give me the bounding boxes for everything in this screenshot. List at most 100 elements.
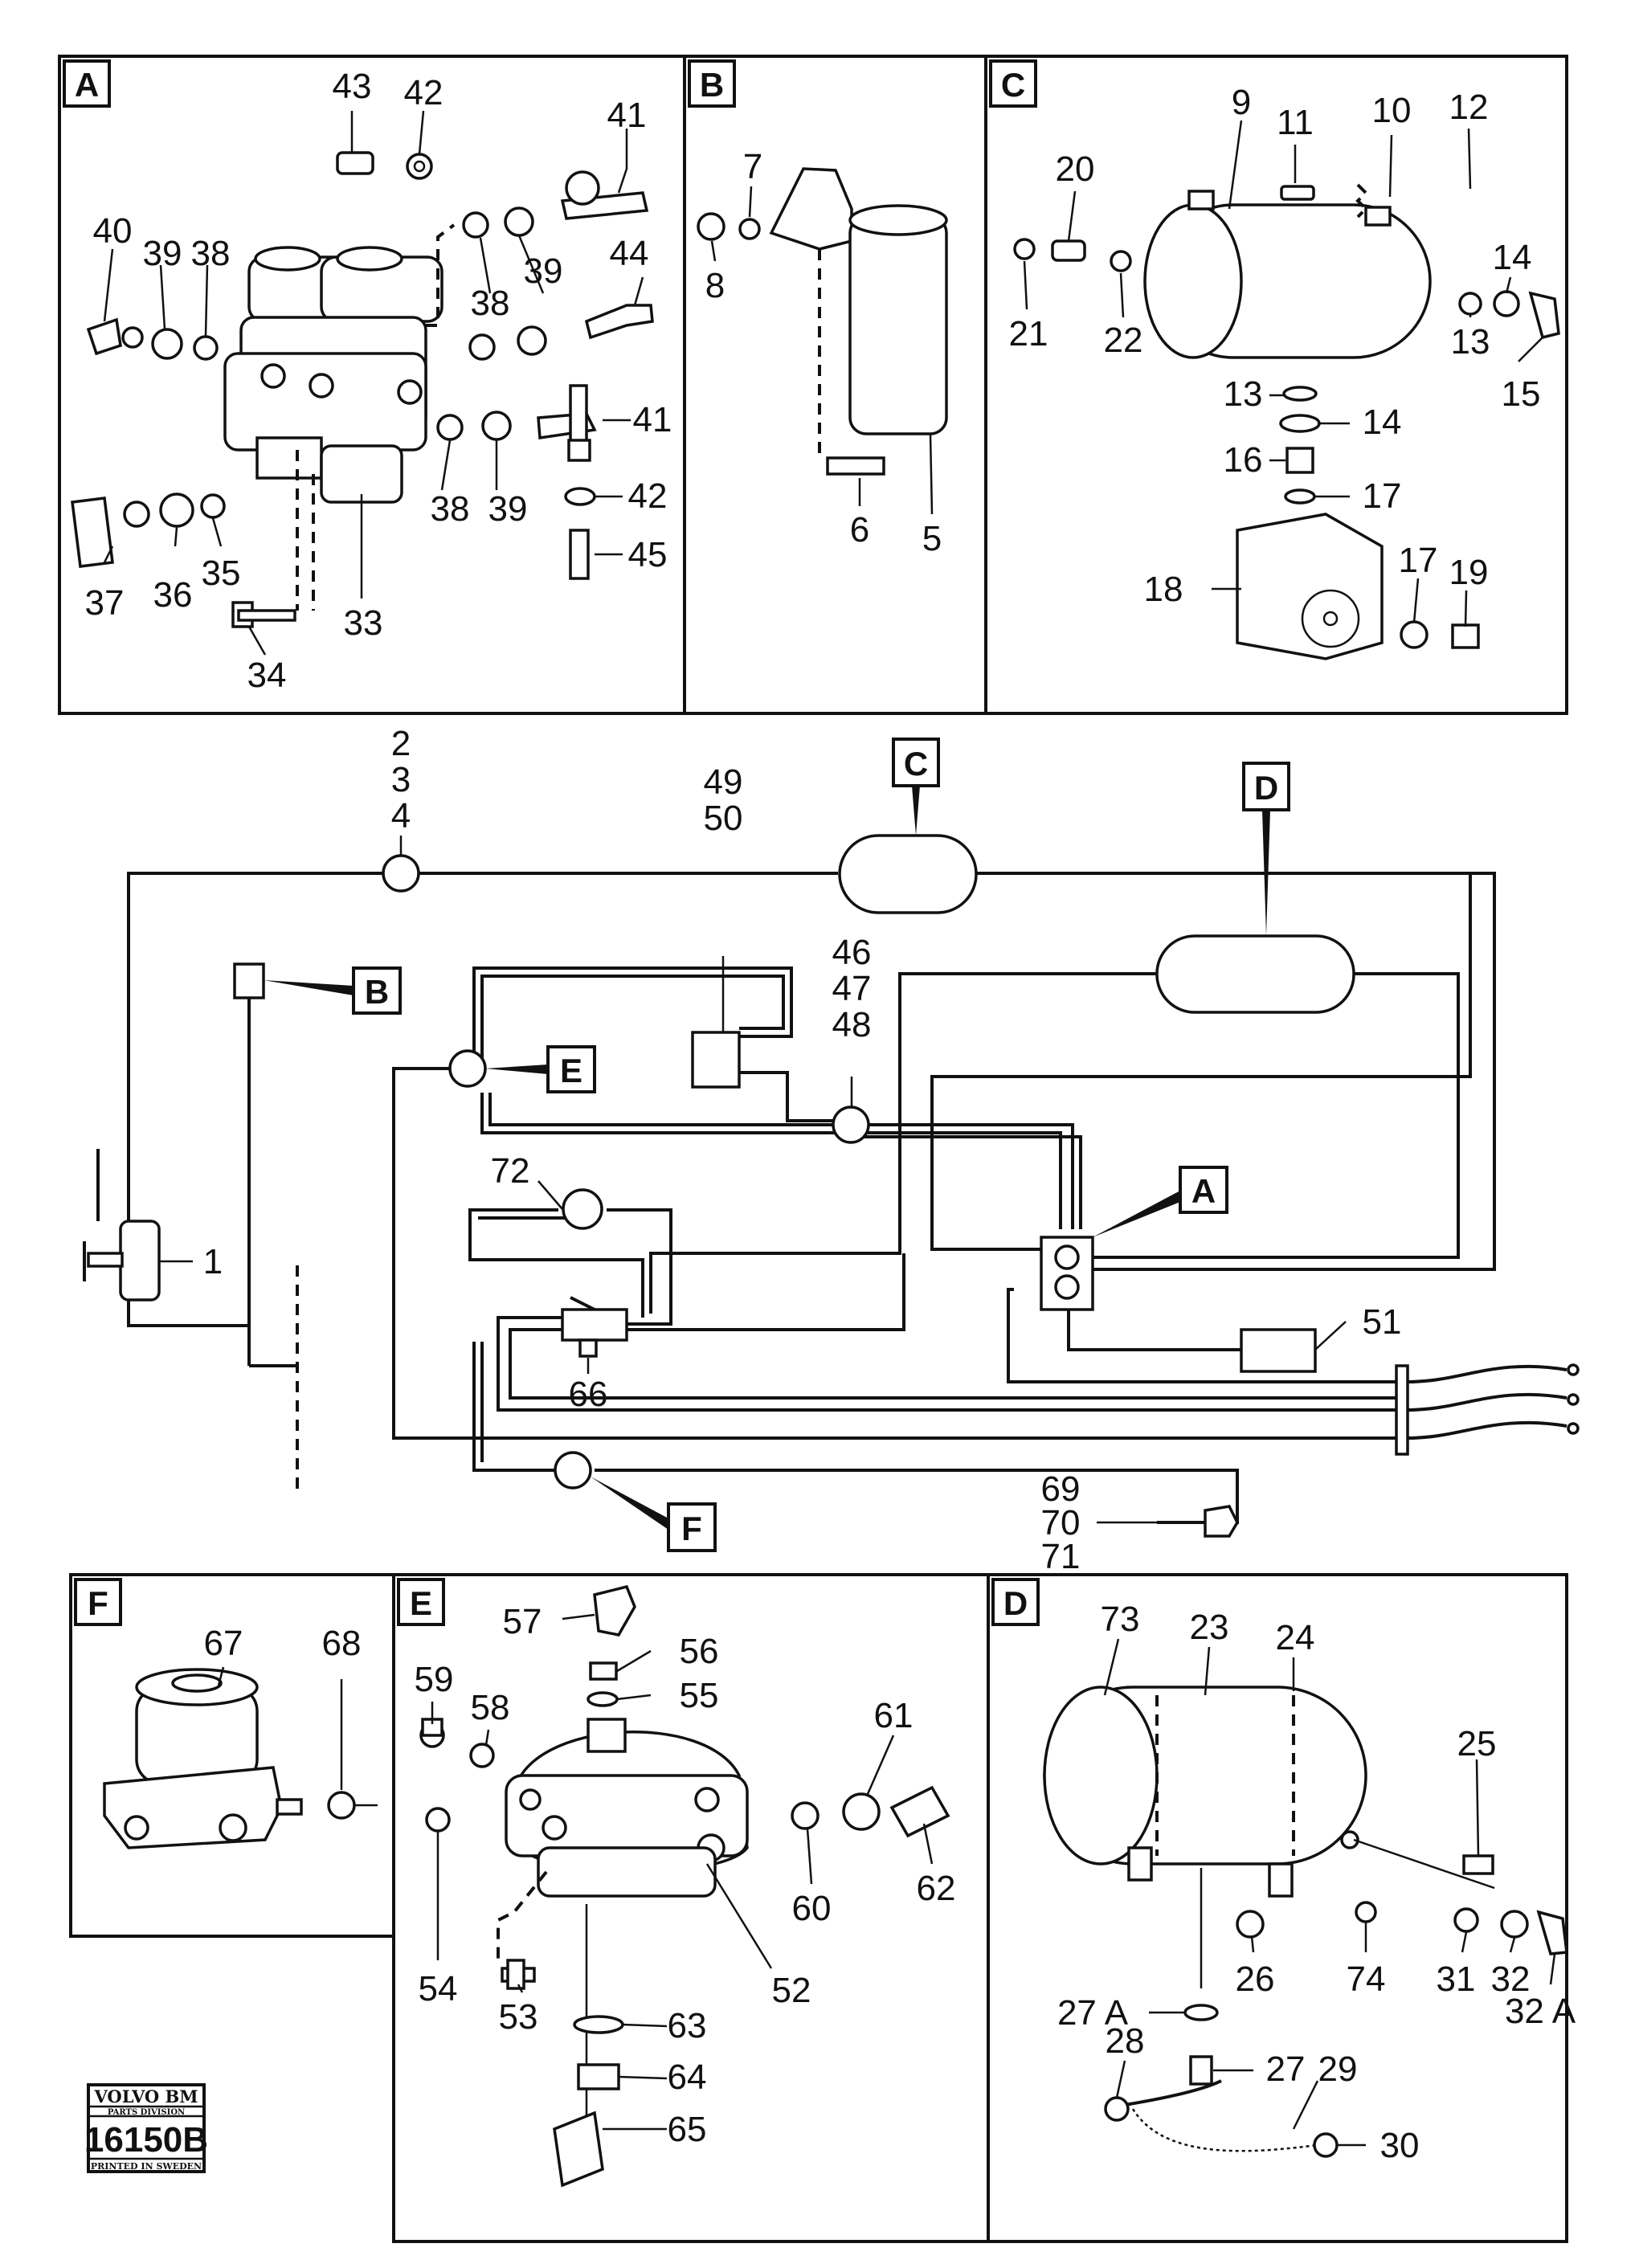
panel-a-tag: A xyxy=(75,66,99,104)
part-label: 67 xyxy=(204,1624,243,1663)
part-label: 62 xyxy=(917,1869,956,1908)
part-label: 16 xyxy=(1224,440,1263,480)
part-label: 10 xyxy=(1372,91,1412,130)
part-label: 53 xyxy=(499,1997,538,2037)
air-tank-d-symbol xyxy=(1155,934,1355,1014)
volvo-bm-logo: VOLVO BM PARTS DIVISION 16150B PRINTED I… xyxy=(84,2083,208,2173)
part-label: 50 xyxy=(704,799,743,838)
part-label: 46 xyxy=(832,933,872,972)
unit-49-50 xyxy=(691,1031,741,1089)
panel-b-leaders xyxy=(710,186,934,515)
pressure-regulator-drawing xyxy=(419,1584,950,2188)
panel-c: C xyxy=(989,59,1560,660)
part-label: 61 xyxy=(874,1696,914,1735)
part-label: 36 xyxy=(153,575,193,615)
part-label: 55 xyxy=(680,1676,719,1715)
gauge-72 xyxy=(562,1188,603,1230)
part-label: 28 xyxy=(1106,2021,1145,2061)
part-label: 13 xyxy=(1224,374,1263,414)
part-label: 60 xyxy=(792,1889,832,1928)
logo-brand: VOLVO BM xyxy=(93,2086,198,2107)
part-label: 26 xyxy=(1236,1959,1275,1999)
panel-b-tag: B xyxy=(700,66,724,104)
part-label: 24 xyxy=(1276,1618,1315,1657)
panel-a-tag-box xyxy=(63,59,111,108)
part-label: 17 xyxy=(1363,476,1402,516)
part-label: 8 xyxy=(705,266,725,305)
part-label: 45 xyxy=(628,535,668,574)
part-label: 57 xyxy=(503,1602,542,1641)
panel-f: F 67 68 xyxy=(74,1578,378,1849)
part-label: 5 xyxy=(922,519,942,558)
panel-c-labels: 9 11 10 12 20 21 22 14 13 15 13 14 16 17… xyxy=(1009,83,1541,609)
part-label: 31 xyxy=(1437,1959,1476,1999)
panel-b: B 7 8 6 5 xyxy=(688,59,948,558)
solenoid-valve-drawing xyxy=(103,1668,378,1849)
part-label: 14 xyxy=(1363,403,1402,442)
top-panels-frame xyxy=(58,55,1568,715)
part-label: 14 xyxy=(1493,238,1532,277)
part-label: 29 xyxy=(1318,2049,1358,2089)
panel-d-leaders xyxy=(1103,1638,1556,2147)
air-tank-c-symbol xyxy=(838,834,978,914)
part-label: 38 xyxy=(191,234,231,273)
part-label: 38 xyxy=(471,284,510,323)
callout-b: B xyxy=(365,973,389,1011)
part-label: 68 xyxy=(322,1624,362,1663)
part-label: 12 xyxy=(1449,88,1489,127)
sensor-69-70-71 xyxy=(1204,1505,1239,1538)
panel-f-tag-box xyxy=(74,1578,122,1626)
part-label: 21 xyxy=(1009,314,1048,353)
part-label: 44 xyxy=(610,234,649,273)
logo-printed: PRINTED IN SWEDEN xyxy=(91,2161,202,2172)
part-label: 54 xyxy=(419,1969,458,2009)
four-circuit-valve-drawing xyxy=(223,223,456,611)
panel-d: D xyxy=(991,1578,1576,2165)
panel-c-leaders xyxy=(1023,120,1543,627)
part-label: 6 xyxy=(850,510,869,550)
part-label: 58 xyxy=(471,1688,510,1727)
panel-c-tag-box xyxy=(989,59,1037,108)
gauge-2-3-4 xyxy=(382,854,420,893)
part-label: 73 xyxy=(1101,1600,1140,1639)
part-label: 65 xyxy=(668,2110,707,2149)
part-label: 74 xyxy=(1347,1959,1386,1999)
part-label: 42 xyxy=(404,73,443,112)
valve-e-symbol xyxy=(448,1049,487,1088)
panel-e-tag-box xyxy=(397,1578,445,1626)
part-label: 38 xyxy=(431,489,470,529)
part-label: 34 xyxy=(247,656,287,695)
part-label: 39 xyxy=(524,251,563,291)
part-label: 20 xyxy=(1056,149,1095,189)
part-label: 56 xyxy=(680,1632,719,1671)
callout-a-box xyxy=(1179,1166,1228,1214)
callout-a: A xyxy=(1191,1172,1216,1210)
valve-66-symbol xyxy=(561,1308,628,1342)
part-label: 17 xyxy=(1399,541,1438,580)
part-label: 37 xyxy=(85,583,125,623)
part-label: 35 xyxy=(202,554,241,593)
part-label: 51 xyxy=(1363,1302,1402,1342)
part-label: 40 xyxy=(93,211,133,251)
part-label: 33 xyxy=(344,603,383,643)
gauge-46-47-48 xyxy=(832,1105,870,1144)
valve-f-symbol xyxy=(554,1451,592,1490)
air-tank-c-drawing xyxy=(1013,183,1560,660)
panel-d-tag-box xyxy=(991,1578,1040,1626)
part-label: 42 xyxy=(628,476,668,516)
filter-canister-drawing xyxy=(697,167,948,476)
panel-a-leaders xyxy=(103,110,644,656)
part-label: 70 xyxy=(1041,1503,1081,1543)
part-label: 22 xyxy=(1104,321,1143,360)
pneumatic-schematic: C D B E A F 2 3 4 49 50 46 47 48 1 xyxy=(83,724,1580,1576)
part-label: 66 xyxy=(569,1375,608,1414)
logo-division: PARTS DIVISION xyxy=(108,2108,185,2117)
part-label: 69 xyxy=(1041,1469,1081,1509)
part-label: 7 xyxy=(743,147,762,186)
panel-e: E xyxy=(397,1578,956,2188)
part-label: 39 xyxy=(143,234,182,273)
panel-e-tag: E xyxy=(410,1584,432,1622)
part-label: 52 xyxy=(772,1971,811,2010)
part-label: 49 xyxy=(704,762,743,802)
brake-valve-1 xyxy=(119,1220,161,1302)
